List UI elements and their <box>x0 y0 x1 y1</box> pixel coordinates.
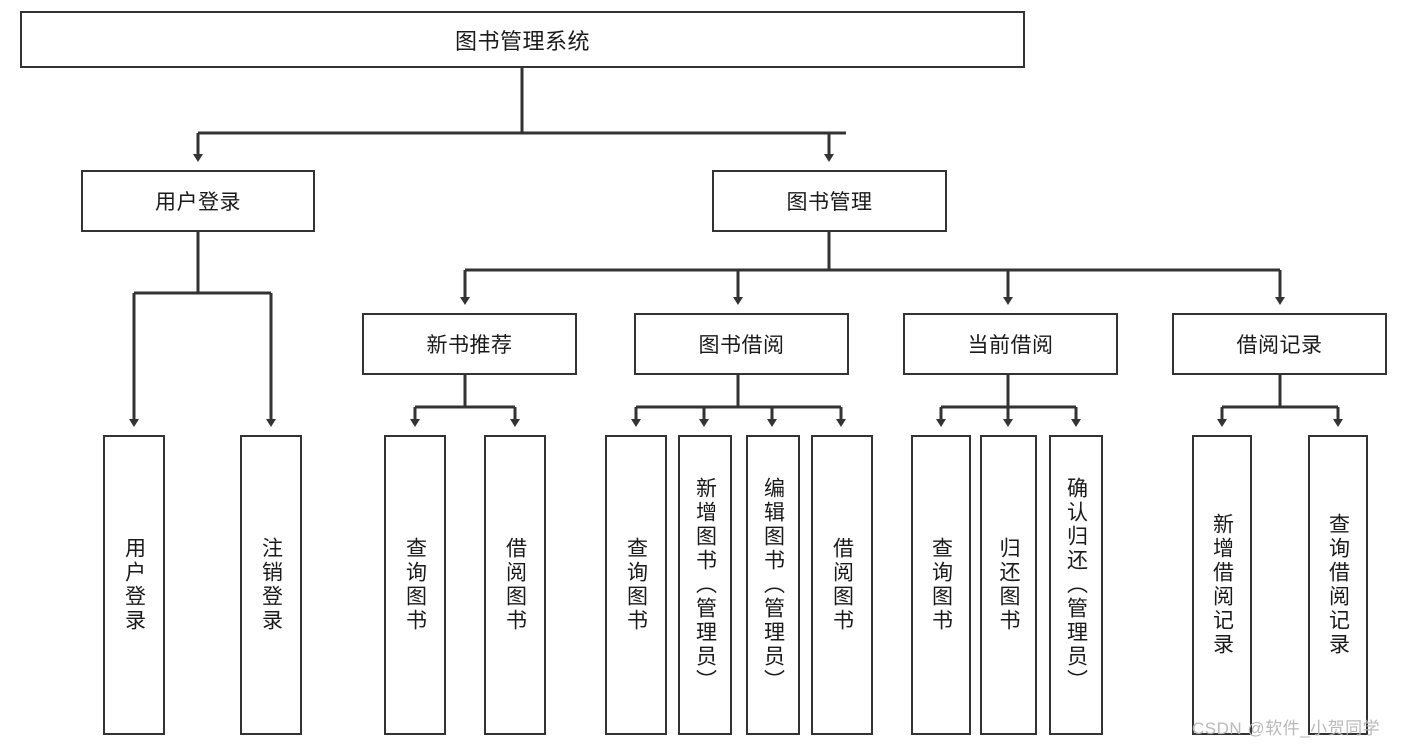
node-leaf-logout-login[interactable]: 注销登录 <box>240 435 302 735</box>
node-leaf-query-book-1[interactable]: 查询图书 <box>384 435 446 735</box>
node-user-login-label: 用户登录 <box>155 191 241 214</box>
node-leaf-add-record-label: 新增借阅记录 <box>1210 513 1234 657</box>
node-leaf-user-login-label: 用户登录 <box>122 537 146 633</box>
node-leaf-confirm-return[interactable]: 确认归还（管理员） <box>1049 435 1103 735</box>
node-leaf-query-book-3-label: 查询图书 <box>929 537 953 633</box>
node-user-login[interactable]: 用户登录 <box>81 170 315 232</box>
node-leaf-return-book[interactable]: 归还图书 <box>980 435 1037 735</box>
node-current-borrow[interactable]: 当前借阅 <box>903 313 1118 375</box>
node-borrow-record[interactable]: 借阅记录 <box>1172 313 1387 375</box>
node-leaf-add-book[interactable]: 新增图书（管理员） <box>678 435 732 735</box>
node-leaf-query-book-2-label: 查询图书 <box>624 537 648 633</box>
node-book-management[interactable]: 图书管理 <box>712 170 947 232</box>
node-leaf-query-record-label: 查询借阅记录 <box>1326 513 1350 657</box>
node-leaf-query-record[interactable]: 查询借阅记录 <box>1308 435 1368 735</box>
node-new-book-recommend-label: 新书推荐 <box>426 334 513 357</box>
node-current-borrow-label: 当前借阅 <box>967 334 1054 357</box>
node-leaf-borrow-book-2-label: 借阅图书 <box>830 537 854 633</box>
node-book-borrow-label: 图书借阅 <box>698 334 785 357</box>
node-root-label: 图书管理系统 <box>454 28 590 54</box>
node-book-management-label: 图书管理 <box>786 191 873 214</box>
csdn-watermark: CSDN @软件_小贺同学 <box>1192 719 1381 738</box>
node-leaf-borrow-book-2[interactable]: 借阅图书 <box>811 435 873 735</box>
node-leaf-query-book-3[interactable]: 查询图书 <box>911 435 971 735</box>
node-leaf-return-book-label: 归还图书 <box>997 537 1020 633</box>
node-borrow-record-label: 借阅记录 <box>1236 334 1323 357</box>
node-book-borrow[interactable]: 图书借阅 <box>634 313 849 375</box>
node-leaf-user-login[interactable]: 用户登录 <box>103 435 165 735</box>
node-new-book-recommend[interactable]: 新书推荐 <box>362 313 577 375</box>
node-leaf-add-book-label: 新增图书（管理员） <box>693 477 717 693</box>
node-leaf-borrow-book-1-label: 借阅图书 <box>503 537 527 633</box>
node-root[interactable]: 图书管理系统 <box>20 11 1025 68</box>
node-leaf-confirm-return-label: 确认归还（管理员） <box>1064 477 1088 693</box>
node-leaf-edit-book-label: 编辑图书（管理员） <box>761 477 785 693</box>
node-leaf-borrow-book-1[interactable]: 借阅图书 <box>484 435 546 735</box>
node-leaf-add-record[interactable]: 新增借阅记录 <box>1192 435 1252 735</box>
node-leaf-query-book-2[interactable]: 查询图书 <box>605 435 667 735</box>
node-leaf-edit-book[interactable]: 编辑图书（管理员） <box>746 435 800 735</box>
node-leaf-query-book-1-label: 查询图书 <box>403 537 427 633</box>
node-leaf-logout-login-label: 注销登录 <box>259 537 283 633</box>
